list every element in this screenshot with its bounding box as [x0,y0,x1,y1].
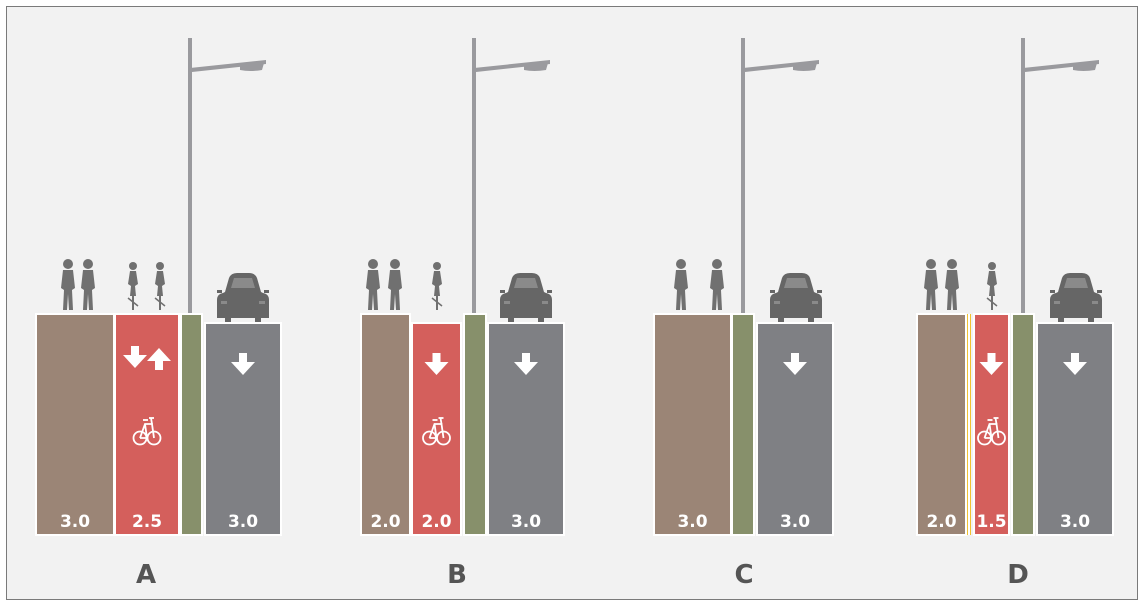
lane-verge [1011,313,1035,536]
streetlight-icon [188,38,266,313]
lane-width-label: 3.0 [1060,512,1090,532]
lane-surface [35,313,115,536]
section-label: C [734,560,753,590]
lane-sidewalk: 2.0 [360,313,411,536]
lane-surface [973,313,1010,536]
pedestrian-icon [945,259,959,310]
lane-sidewalk: 2.0 [916,313,967,536]
lane-sidewalk: 3.0 [35,313,115,536]
lane-width-label: 3.0 [228,512,258,532]
pedestrian-icon [388,259,402,310]
lane-surface [180,313,203,536]
lane-width-label: 2.5 [132,512,162,532]
section-label: B [447,560,467,590]
lane-width-label: 2.0 [926,512,956,532]
lane-width-label: 3.0 [60,512,90,532]
lane-surface [653,313,732,536]
lane-width-label: 1.5 [976,512,1006,532]
lane-surface [463,313,487,536]
separator-line [968,314,970,535]
cyclist-icon [127,261,139,311]
lane-surface [1011,313,1035,536]
section-c: 3.0 3.0C [653,38,834,590]
lane-verge [180,313,203,536]
cyclist-icon [431,261,443,311]
lane-verge [463,313,487,536]
lane-width-label: 2.0 [370,512,400,532]
pedestrian-icon [710,259,724,310]
pedestrian-icon [61,259,75,310]
cyclist-icon [986,261,998,311]
streetlight-icon [741,38,819,313]
lane-surface [916,313,967,536]
section-label: A [136,560,156,590]
car-icon [770,273,822,322]
lane-road: 3.0 [1036,322,1114,536]
cyclist-icon [154,261,166,311]
car-icon [217,273,269,322]
lane-bike: 1.5 [973,313,1010,536]
pedestrian-icon [81,259,95,310]
lane-road: 3.0 [487,322,565,536]
streetlight-icon [472,38,550,313]
lane-surface [411,322,462,536]
section-d: 2.0 1.5 3.0D [916,38,1114,590]
streetlight-icon [1021,38,1099,313]
pedestrian-icon [924,259,938,310]
lane-width-label: 3.0 [780,512,810,532]
car-icon [500,273,552,322]
car-icon [1050,273,1102,322]
lane-surface [360,313,411,536]
section-b: 2.0 2.0 3.0B [360,38,565,590]
lane-verge [731,313,755,536]
lane-bike: 2.5 [114,313,180,536]
section-a: 3.0 2.5 3.0A [35,38,282,590]
lane-road: 3.0 [756,322,834,536]
lane-bike: 2.0 [411,322,462,536]
lane-width-label: 3.0 [677,512,707,532]
lane-width-label: 3.0 [511,512,541,532]
lane-sidewalk: 3.0 [653,313,732,536]
lane-surface [487,322,565,536]
pedestrian-icon [366,259,380,310]
section-label: D [1007,560,1029,590]
lane-width-label: 2.0 [421,512,451,532]
lane-separator-line [967,314,971,535]
pedestrian-icon [674,259,688,310]
lane-surface [731,313,755,536]
lane-road: 3.0 [204,322,282,536]
